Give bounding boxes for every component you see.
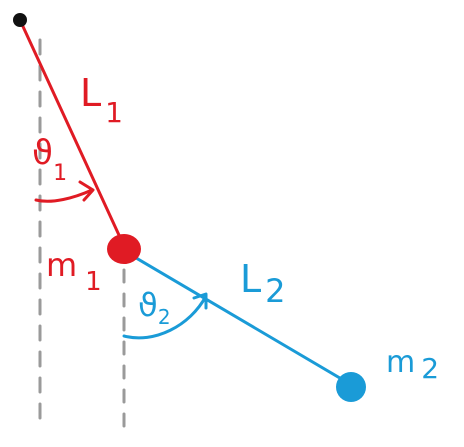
label-m2-letter: m — [386, 345, 415, 380]
label-l1-subscript: 1 — [105, 96, 123, 129]
label-l1-letter: L — [80, 71, 101, 115]
label-theta-1-subscript: 1 — [53, 161, 67, 186]
rod-2 — [124, 250, 352, 386]
label-theta-1: ϑ1 — [32, 133, 67, 186]
pivot-point — [13, 13, 27, 27]
label-theta-2: ϑ2 — [138, 286, 171, 329]
label-m2-subscript: 2 — [421, 352, 439, 385]
label-m1-letter: m — [46, 246, 77, 284]
rod-1 — [18, 18, 126, 248]
label-l2-subscript: 2 — [265, 272, 285, 310]
label-theta-2-letter: ϑ — [138, 286, 158, 324]
label-theta-2-subscript: 2 — [158, 305, 171, 329]
angle-arc-theta-2 — [122, 294, 208, 340]
angle-arrowhead-theta-1 — [78, 180, 95, 202]
label-m1-subscript: 1 — [85, 267, 102, 297]
mass-2-bob — [336, 372, 366, 402]
angle-arrowhead-theta-2 — [192, 292, 208, 310]
angle-arc-theta-1 — [34, 188, 94, 203]
mass-1-bob — [107, 234, 141, 264]
label-theta-1-letter: ϑ — [32, 133, 53, 173]
label-l2-letter: L — [240, 257, 261, 301]
